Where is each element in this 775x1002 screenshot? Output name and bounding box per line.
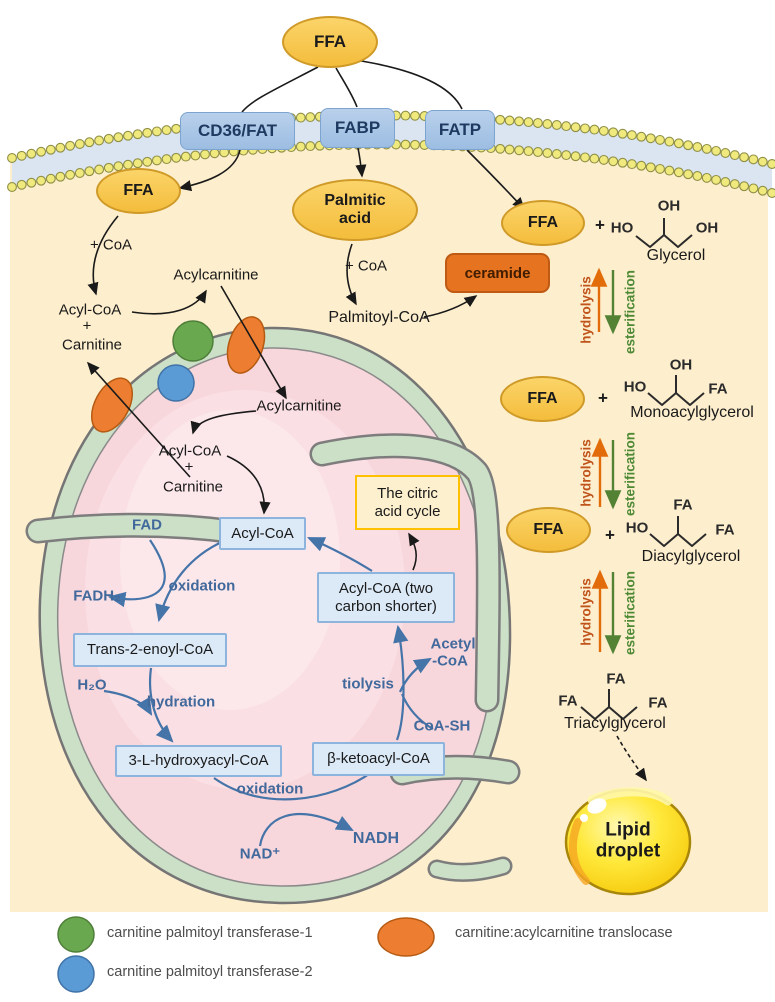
citric-acid-cycle-box: The citric acid cycle — [355, 475, 460, 530]
palmitoyl-coa-label: Palmitoyl-CoA — [328, 309, 430, 327]
di-fa-top: FA — [673, 496, 693, 514]
tri-fa-top: FA — [606, 670, 626, 688]
coa-sh-label: CoA-SH — [413, 717, 471, 735]
nadh-label: NADH — [352, 830, 400, 848]
ffa-top-label: FFA — [313, 32, 347, 51]
palmitic-acid-label: Palmitic acid — [324, 192, 386, 227]
hydroxyacyl-coa-label: 3-L-hydroxyacyl-CoA — [128, 752, 269, 770]
fadh2-label: FADH₂ — [73, 587, 121, 605]
acyl-coa-matrix-label: Acyl-CoA — [158, 442, 222, 460]
hydrolysis-label-3: hydrolysis — [578, 578, 594, 646]
mono-oh-top: OH — [669, 356, 693, 374]
cd36-label: CD36/FAT — [197, 121, 278, 140]
glycerol-oh-top: OH — [657, 197, 681, 215]
ffa-top-ellipse: FFA — [282, 16, 378, 68]
beta-ketoacyl-coa-box: β-ketoacyl-CoA — [312, 742, 445, 776]
fatp-label: FATP — [438, 120, 482, 139]
ffa-right-1-ellipse: FFA — [501, 200, 585, 246]
palmitic-acid-ellipse: Palmitic acid — [292, 179, 418, 241]
trans-2-enoyl-coa-box: Trans-2-enoyl-CoA — [73, 633, 227, 667]
ceramide-label: ceramide — [464, 264, 531, 282]
tri-fa-left: FA — [558, 692, 578, 710]
esterification-label-1: esterification — [622, 269, 638, 355]
cpt1-circle — [172, 320, 214, 362]
plus-3-label: + — [605, 525, 615, 545]
plus-cytosol-label: + — [82, 317, 92, 335]
beta-oxidation-arrows — [103, 536, 434, 847]
esterification-label-2: esterification — [622, 431, 638, 517]
translocase-legend-swatch — [377, 917, 435, 957]
glycerol-oh-right: OH — [695, 219, 719, 237]
beta-ketoacyl-coa-label: β-ketoacyl-CoA — [327, 750, 430, 768]
cpt2-legend-swatch — [57, 955, 95, 993]
plus-1-label: + — [595, 215, 605, 235]
translocase-oval-upper — [226, 316, 266, 374]
citric-acid-cycle-label: The citric acid cycle — [374, 484, 441, 520]
ffa-left-label: FFA — [123, 182, 154, 199]
cpt1-legend-swatch — [57, 916, 95, 953]
transporter-fabp: FABP — [320, 108, 395, 148]
acyl-coa-shorter-box: Acyl-CoA (two carbon shorter) — [317, 572, 455, 623]
translocase-legend-label: carnitine:acylcarnitine translocase — [455, 925, 673, 941]
triacylglycerol-label: Triacylglycerol — [564, 715, 666, 733]
tiolysis-label: tiolysis — [342, 675, 394, 693]
fad-label: FAD — [132, 516, 162, 534]
acylcarnitine-matrix-label: Acylcarnitine — [256, 397, 342, 415]
acyl-coa-cytosol-label: Acyl-CoA — [58, 301, 122, 319]
plus-matrix-label: + — [184, 458, 194, 476]
cpt2-legend-label: carnitine palmitoyl transferase-2 — [107, 964, 313, 980]
hydration-label: hydration — [146, 693, 216, 711]
lipid-droplet-label: Lipid droplet — [595, 819, 661, 862]
acyl-coa-box: Acyl-CoA — [219, 517, 306, 550]
acetyl-coa-label-line2: -CoA — [432, 652, 468, 670]
mono-fa-right: FA — [708, 380, 728, 398]
plus-2-label: + — [598, 388, 608, 408]
ceramide-box: ceramide — [445, 253, 550, 293]
glycerol-ho-left: HO — [610, 219, 634, 237]
oxidation-1-label: oxidation — [168, 577, 236, 595]
esterification-label-3: esterification — [622, 570, 638, 656]
cpt2-circle — [157, 364, 195, 402]
acetyl-coa-label-line1: Acetyl — [430, 635, 476, 653]
trans-2-enoyl-coa-label: Trans-2-enoyl-CoA — [86, 641, 214, 659]
transporter-fatp: FATP — [425, 110, 495, 150]
mono-ho-left: HO — [623, 378, 647, 396]
di-fa-right: FA — [715, 521, 735, 539]
ffa-right-1-label: FFA — [527, 214, 559, 231]
lipid-droplet-shape — [564, 787, 692, 896]
ffa-right-3-label: FFA — [533, 521, 564, 538]
cristae — [25, 433, 521, 882]
acyl-coa-box-label: Acyl-CoA — [231, 524, 294, 542]
hydrolysis-label-2: hydrolysis — [578, 439, 594, 507]
transport-arrows — [86, 59, 647, 782]
ffa-right-2-ellipse: FFA — [500, 376, 585, 422]
transporter-cd36: CD36/FAT — [180, 112, 295, 150]
monoacylglycerol-label: Monoacylglycerol — [630, 404, 754, 422]
acylcarnitine-cytosol-label: Acylcarnitine — [173, 266, 259, 284]
diacylglycerol-label: Diacylglycerol — [641, 548, 741, 566]
carnitine-matrix-label: Carnitine — [162, 478, 224, 496]
nad-label: NAD⁺ — [239, 845, 281, 863]
chemical-structures — [580, 218, 707, 720]
ffa-right-2-label: FFA — [527, 390, 558, 407]
oxidation-2-label: oxidation — [236, 780, 304, 798]
hydroxyacyl-coa-box: 3-L-hydroxyacyl-CoA — [115, 745, 282, 777]
di-ho-left: HO — [625, 519, 649, 537]
cpt1-legend-label: carnitine palmitoyl transferase-1 — [107, 925, 313, 941]
hydrolysis-label-1: hydrolysis — [578, 276, 594, 344]
ffa-right-3-ellipse: FFA — [506, 507, 591, 553]
glycerol-label: Glycerol — [646, 247, 706, 265]
carnitine-cytosol-label: Carnitine — [61, 336, 123, 354]
ffa-left-ellipse: FFA — [96, 168, 181, 214]
tri-fa-right: FA — [648, 694, 668, 712]
h2o-label: H₂O — [77, 676, 107, 694]
fabp-label: FABP — [334, 118, 381, 137]
plus-coa-left-label: + CoA — [89, 236, 133, 254]
hydrolysis-esterification-arrows — [590, 267, 622, 655]
plus-coa-mid-label: + CoA — [344, 257, 388, 275]
translocase-oval-lower — [90, 377, 134, 433]
acyl-coa-shorter-label: Acyl-CoA (two carbon shorter) — [335, 580, 437, 615]
